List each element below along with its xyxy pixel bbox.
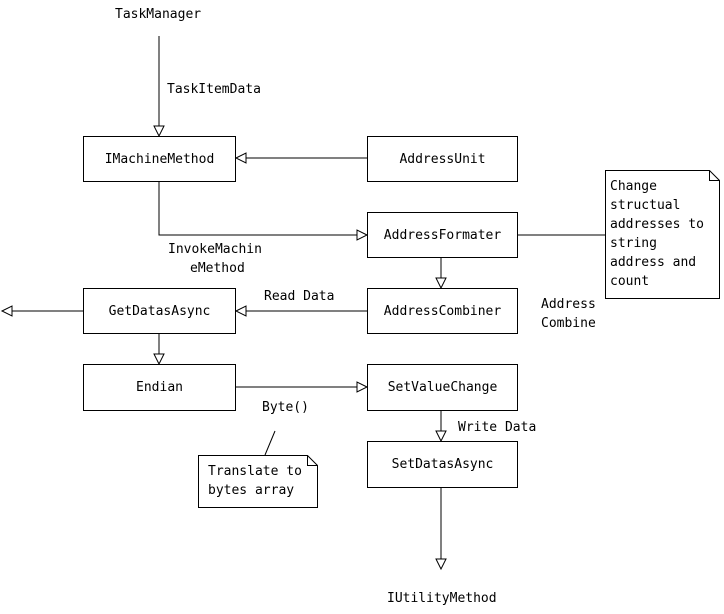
node-setdatasasync[interactable]: SetDatasAsync	[367, 441, 518, 488]
node-endian[interactable]: Endian	[83, 364, 236, 411]
note-change-structual: Change structual addresses to string add…	[605, 170, 720, 299]
arrowhead-left-exit	[0, 305, 13, 317]
arrowhead-into-getdatasasync	[234, 305, 247, 317]
arrowhead-into-imachinemethod-left	[234, 152, 247, 164]
note-translate-bytes: Translate to bytes array	[198, 455, 318, 508]
edge-label-invokemachinemethod-1: InvokeMachin	[168, 242, 262, 257]
arrowhead-into-imachinemethod	[153, 125, 165, 138]
iutilitymethod-label: IUtilityMethod	[387, 591, 497, 606]
node-setvaluechange[interactable]: SetValueChange	[367, 364, 518, 411]
arrowhead-into-setvaluechange	[356, 381, 369, 393]
node-addresscombiner[interactable]: AddressCombiner	[367, 288, 518, 334]
node-addressunit[interactable]: AddressUnit	[367, 136, 518, 182]
note-change-structual-text: Change structual addresses to string add…	[610, 179, 704, 289]
arrowhead-into-addressformater	[356, 229, 369, 241]
edge-label-address-combine-2: Combine	[541, 316, 596, 331]
edge-label-taskitemdata: TaskItemData	[167, 82, 261, 97]
edge-label-invokemachinemethod-2: eMethod	[190, 261, 245, 276]
arrowhead-into-addresscombiner	[435, 277, 447, 290]
edge-label-writedata: Write Data	[458, 420, 537, 435]
arrowhead-into-endian	[153, 353, 165, 366]
node-getdatasasync[interactable]: GetDatasAsync	[83, 288, 236, 334]
arrowhead-into-iutilitymethod	[435, 558, 447, 571]
note-translate-bytes-text: Translate to bytes array	[208, 464, 302, 498]
connector-byte-note	[264, 430, 276, 456]
node-addressformater[interactable]: AddressFormater	[367, 212, 518, 258]
taskmanager-label: TaskManager	[115, 7, 202, 22]
node-imachinemethod[interactable]: IMachineMethod	[83, 136, 236, 182]
connector-imachinemethod-addressformater	[158, 181, 358, 236]
arrowhead-into-setdatasasync	[435, 430, 447, 443]
edge-label-address-combine-1: Address	[541, 297, 596, 312]
edge-label-readdata: Read Data	[264, 289, 335, 304]
edge-label-byte: Byte()	[262, 400, 309, 415]
